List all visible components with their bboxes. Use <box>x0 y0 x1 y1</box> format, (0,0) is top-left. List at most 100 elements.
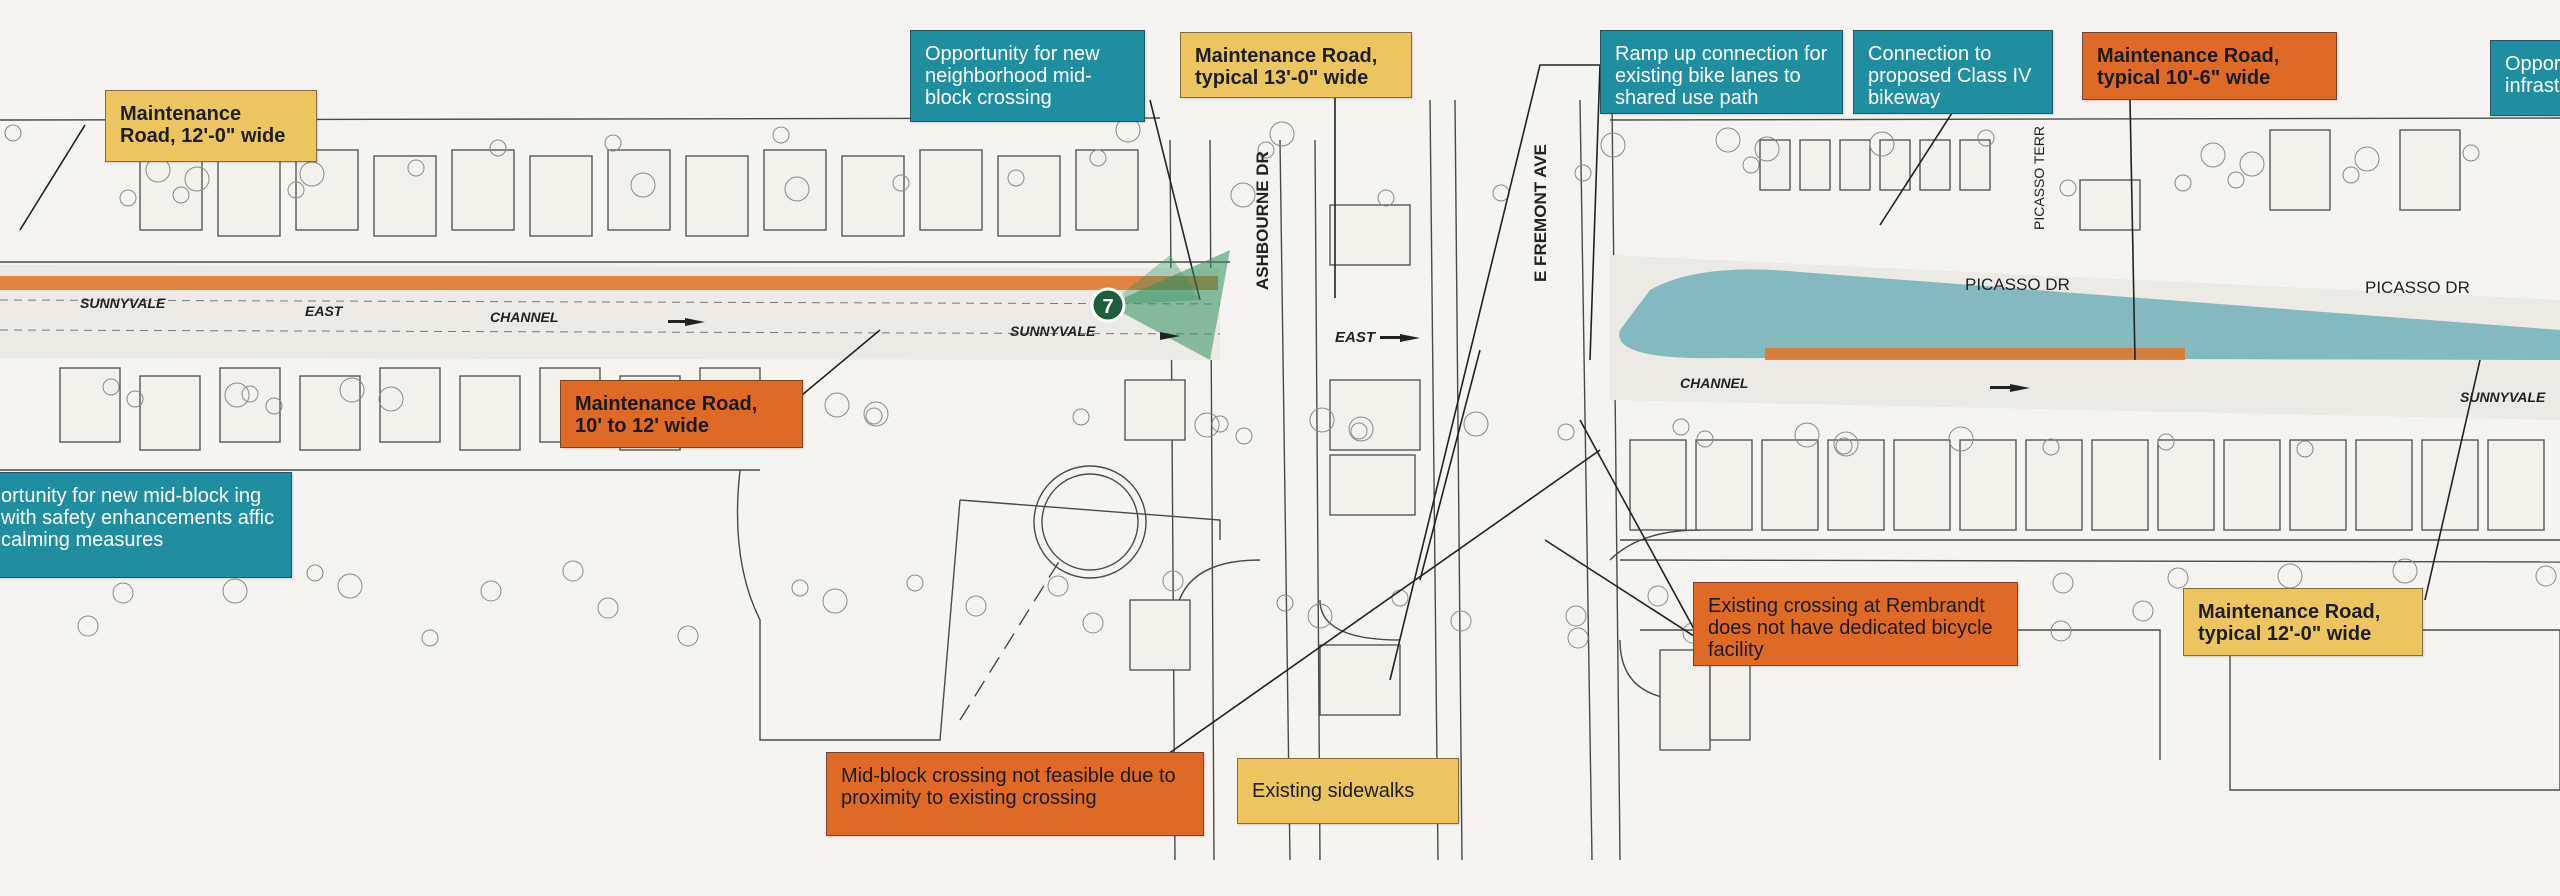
house-footprint <box>219 367 281 443</box>
tree-symbol <box>1742 156 1760 174</box>
east-label-west: EAST <box>305 303 344 319</box>
tree-symbol <box>906 574 924 592</box>
callout-text: Existing crossing at Rembrandt does not … <box>1708 595 1993 661</box>
tree-symbol <box>2174 174 2192 192</box>
tree-symbol <box>2052 572 2074 594</box>
tree-symbol <box>1948 426 1974 452</box>
tree-symbol <box>1450 610 1472 632</box>
house-footprint <box>217 155 281 237</box>
sunnyvale-label-center: SUNNYVALE <box>1010 323 1096 339</box>
tree-symbol <box>791 579 809 597</box>
tree-symbol <box>1072 408 1090 426</box>
tree-symbol <box>2132 600 2154 622</box>
house-footprint <box>1329 204 1411 266</box>
callout-text: Oppor infrast <box>2505 53 2560 97</box>
house-footprint <box>1893 439 1951 531</box>
house-footprint <box>1629 439 1687 531</box>
tree-symbol <box>1377 189 1395 207</box>
house-footprint <box>1329 379 1421 451</box>
house-footprint <box>1129 599 1191 671</box>
house-footprint <box>459 375 521 451</box>
tree-symbol <box>2462 144 2480 162</box>
tree-symbol <box>677 625 699 647</box>
street-labels: SUNNYVALE EAST CHANNEL SUNNYVALE EAST CH… <box>80 126 2546 405</box>
callout-existing-sidewalks: Existing sidewalks <box>1237 758 1459 824</box>
callout-existing-crossing-rembrandt: Existing crossing at Rembrandt does not … <box>1693 582 2018 666</box>
tree-symbol <box>892 174 910 192</box>
picasso-label-2: PICASSO DR <box>2365 278 2470 297</box>
tree-symbol <box>1276 594 1294 612</box>
tree-symbol <box>421 629 439 647</box>
house-footprint <box>1827 439 1885 531</box>
callout-text: Mid-block crossing not feasible due to p… <box>841 765 1176 809</box>
house-footprint <box>2399 129 2461 211</box>
tree-symbol <box>480 580 502 602</box>
house-footprint <box>379 367 441 443</box>
house-footprint <box>841 155 905 237</box>
tree-symbol <box>126 390 144 408</box>
fremont-label: E FREMONT AVE <box>1531 144 1550 282</box>
tree-symbol <box>241 385 259 403</box>
tree-symbol <box>299 161 325 187</box>
tree-symbol <box>1557 423 1575 441</box>
tree-symbols <box>4 117 2557 649</box>
tree-symbol <box>1565 605 1587 627</box>
house-footprint <box>2025 439 2083 531</box>
callout-text: Maintenance Road, typical 12'-0" wide <box>2198 601 2381 645</box>
tree-symbol <box>2157 433 2175 451</box>
tree-symbol <box>1754 136 1780 162</box>
tree-symbol <box>1257 141 1275 159</box>
tree-symbol <box>102 378 120 396</box>
house-footprint <box>1959 139 1991 191</box>
tree-symbol <box>1350 422 1368 440</box>
tree-symbol <box>1600 132 1626 158</box>
callout-text: Maintenance Road, typical 13'-0" wide <box>1195 45 1378 89</box>
tree-symbol <box>1672 418 1690 436</box>
tree-symbol <box>1309 407 1335 433</box>
tree-symbol <box>337 573 363 599</box>
house-footprint <box>2421 439 2479 531</box>
callout-maintenance-road-12-typical: Maintenance Road, typical 12'-0" wide <box>2183 588 2423 656</box>
tree-symbol <box>2354 146 2380 172</box>
house-footprint <box>2091 439 2149 531</box>
tree-symbol <box>119 189 137 207</box>
tree-symbol <box>2342 166 2360 184</box>
tree-symbol <box>2227 171 2245 189</box>
callout-opportunity-neighborhood-crossing: Opportunity for new neighborhood mid-blo… <box>910 30 1145 122</box>
tree-symbol <box>2239 151 2265 177</box>
tree-symbol <box>222 578 248 604</box>
tree-symbol <box>1715 127 1741 153</box>
house-footprint <box>1659 649 1711 751</box>
flow-arrows <box>668 318 2030 392</box>
callout-text: Maintenance Road, 12'-0" wide <box>120 103 286 147</box>
house-footprint <box>997 155 1061 237</box>
callout-text: Maintenance Road, 10' to 12' wide <box>575 393 758 437</box>
house-footprint <box>59 367 121 443</box>
tree-symbol <box>1007 169 1025 187</box>
house-footprint <box>299 375 361 451</box>
maintenance-road-bands <box>0 276 2185 360</box>
tree-symbol <box>1089 149 1107 167</box>
house-footprint <box>1799 139 1831 191</box>
house-footprint <box>1919 139 1951 191</box>
tree-symbol <box>339 377 365 403</box>
tree-symbol <box>865 407 883 425</box>
tree-symbol <box>112 582 134 604</box>
house-footprint <box>139 375 201 451</box>
sunnyvale-label-west: SUNNYVALE <box>80 295 166 311</box>
tree-symbol <box>824 392 850 418</box>
tree-symbol <box>965 595 987 617</box>
tree-symbol <box>1235 427 1253 445</box>
tree-symbol <box>1869 131 1895 157</box>
house-footprint <box>1759 139 1791 191</box>
callout-text: Maintenance Road, typical 10'-6" wide <box>2097 45 2280 89</box>
tree-symbol <box>1794 422 1820 448</box>
callout-maintenance-road-13-typical: Maintenance Road, typical 13'-0" wide <box>1180 32 1412 98</box>
house-footprint <box>1879 139 1911 191</box>
tree-symbol <box>1269 121 1295 147</box>
tree-symbol <box>2059 179 2077 197</box>
callout-maintenance-road-10-6-typical: Maintenance Road, typical 10'-6" wide <box>2082 32 2337 100</box>
tree-symbol <box>1574 164 1592 182</box>
callout-text: Connection to proposed Class IV bikeway <box>1868 43 2032 109</box>
house-footprint <box>2355 439 2413 531</box>
